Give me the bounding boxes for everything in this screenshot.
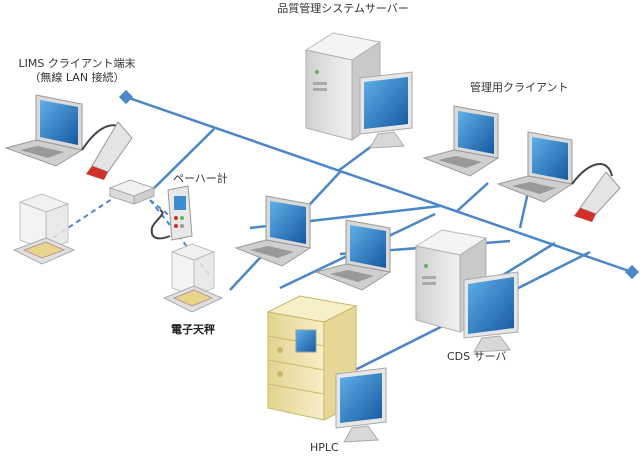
branch-line [497, 241, 556, 280]
cds-server [414, 229, 519, 353]
cds-server-label: CDS サーバ [447, 350, 507, 363]
backbone-end-node [624, 264, 640, 280]
dashed-link [149, 199, 181, 225]
hplc-label: HPLC [310, 441, 339, 454]
branch-line [455, 182, 489, 213]
balance-left [12, 193, 76, 265]
quality-server [304, 32, 413, 149]
hplc-system [266, 295, 387, 443]
balance-label: 電子天秤 [171, 323, 215, 336]
balance-center [162, 243, 224, 313]
admin-laptop-2 [496, 131, 574, 203]
barcode-scanner-right [571, 163, 621, 222]
backbone-line [125, 95, 633, 274]
ph-meter-device [150, 185, 193, 241]
laptop-center-left [234, 195, 312, 267]
lims-client-sublabel: （無線 LAN 接続） [29, 71, 125, 84]
network-hub [108, 179, 156, 205]
barcode-scanner [81, 121, 133, 180]
quality-server-label: 品質管理システムサーバー [277, 2, 409, 15]
admin-laptop-1 [422, 105, 500, 177]
admin-client-label: 管理用クライアント [470, 81, 569, 94]
lims-client-label: LIMS クライアント端末 [18, 57, 136, 70]
lims-laptop [4, 94, 84, 167]
laptop-center [314, 219, 392, 291]
branch-line [518, 191, 530, 229]
ph-meter-label: ペーハー計 [173, 172, 228, 185]
backbone-end-node [118, 89, 134, 105]
